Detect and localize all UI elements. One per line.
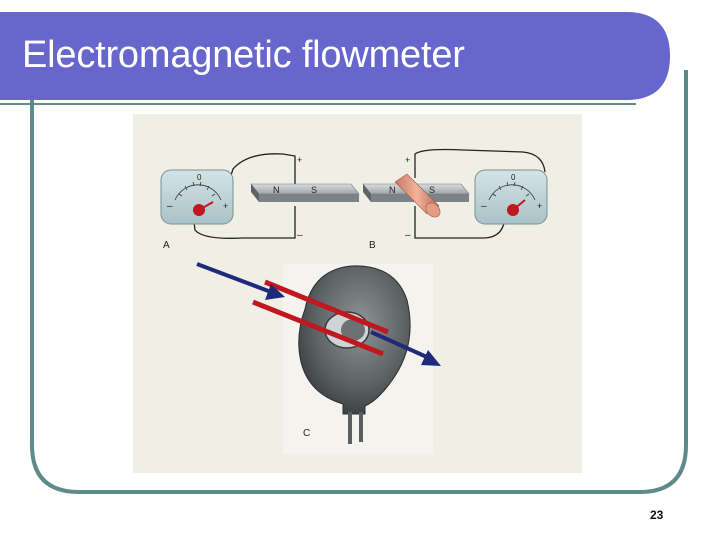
wire-a-bottom [192,206,296,239]
probe-lead-right [359,412,363,442]
meter-a-scale [174,184,222,201]
flow-arrow-out [370,330,430,360]
meter-a-ticks [178,181,216,197]
electrode-bars [252,279,389,357]
magnet-b-side [363,184,371,202]
panel-c-label: C [303,428,310,439]
panel-a-label: A [163,240,170,251]
electrode-bar-upper [264,279,389,335]
meter-a-zero-label: 0 [197,173,202,182]
terminal-a-minus: – [297,230,303,241]
wire-b-top [414,148,546,178]
meter-b-plus: + [537,201,542,211]
terminal-a-plus: + [297,155,302,165]
meter-b-zero-label: 0 [511,173,516,182]
meter-b-minus: – [481,201,487,212]
meter-b-pivot [507,204,519,216]
meter-b-scale [488,184,536,201]
magnet-a-top [250,183,360,195]
magnet-a-side [251,184,259,202]
magnet-a-south: S [311,185,317,195]
galvanometer-a [160,169,234,225]
magnet-a-north: N [273,185,280,195]
panel-a: 0 – + N S + – A [160,153,360,251]
flow-arrows [196,262,441,366]
electrode-bar-lower [252,299,384,357]
slide-title: Electromagnetic flowmeter [22,34,465,76]
flowmeter-figure: 0 – + N S + – A N S [133,114,582,473]
flow-arrow-in [196,262,272,294]
panel-b: N S 0 – + + – B [362,148,548,251]
content-border [30,70,688,494]
magnet-a-front [259,194,359,202]
magnet-b-south: S [429,185,435,195]
flow-arrow-in-head [265,284,285,300]
panel-c: C [283,264,433,454]
magnet-b-north: N [389,185,396,195]
galvanometer-b [474,169,548,225]
slide-number: 23 [650,508,664,522]
probe-lead-left [348,412,352,444]
title-bar [0,12,670,100]
meter-a-minus: – [167,201,173,212]
meter-a-plus: + [223,201,228,211]
conductor-rod-end [425,202,441,218]
flow-arrow-out-head [421,350,441,366]
meter-a-pivot [193,204,205,216]
terminal-b-minus: – [405,230,411,241]
wire-a-top [224,153,296,202]
meter-b-ticks [492,181,530,197]
flow-probe-lumen-inner [341,319,365,341]
flowmeter-diagram: 0 – + N S + – A N S [160,148,548,454]
terminal-b-plus: + [405,155,410,165]
panel-b-label: B [369,240,376,251]
